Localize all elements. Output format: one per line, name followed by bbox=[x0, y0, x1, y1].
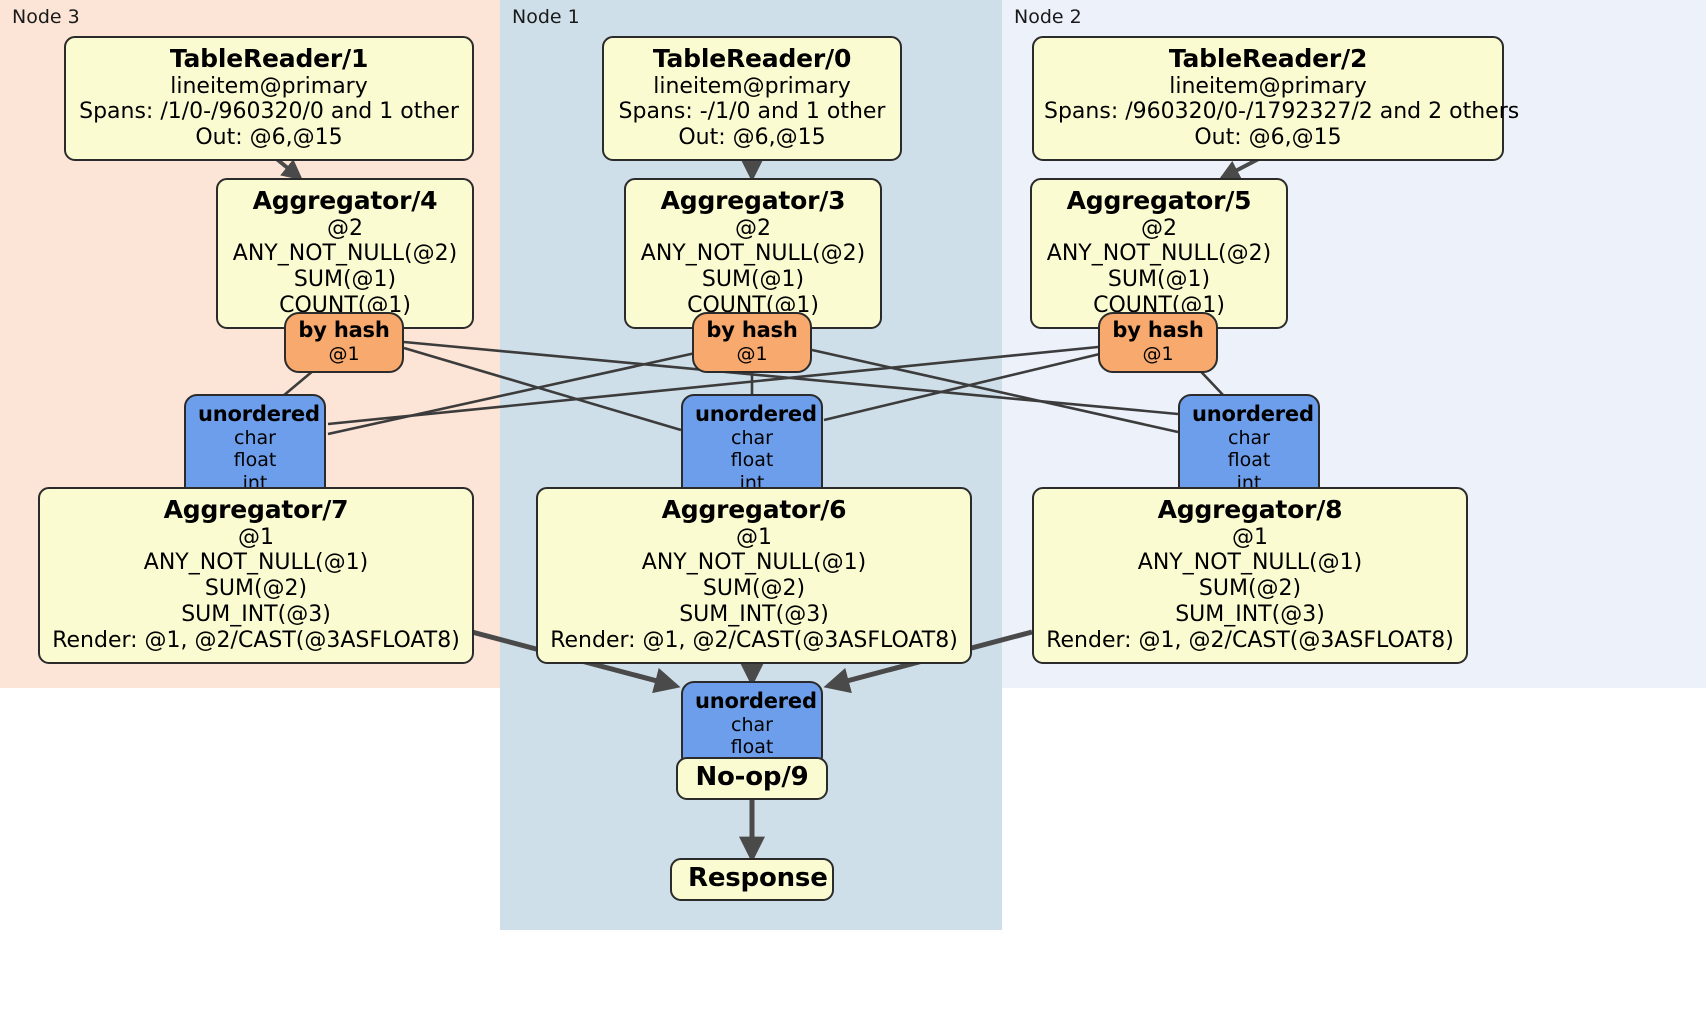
table-reader-2-title: TableReader/2 bbox=[1168, 44, 1368, 73]
table-reader-0-line-2: Out: @6,@15 bbox=[678, 125, 826, 151]
aggregator-6-line-2: SUM(@2) bbox=[702, 576, 806, 602]
noop-9-box[interactable]: No-op/9 bbox=[676, 757, 828, 800]
router-by-hash-5-title: by hash bbox=[1112, 318, 1204, 342]
aggregator-6-line-3: SUM_INT(@3) bbox=[679, 602, 829, 628]
aggregator-6-title: Aggregator/6 bbox=[661, 495, 847, 524]
aggregator-7-box[interactable]: Aggregator/7 @1 ANY_NOT_NULL(@1) SUM(@2)… bbox=[38, 487, 474, 665]
router-by-hash-3-title: by hash bbox=[706, 318, 798, 342]
table-reader-0-box[interactable]: TableReader/0 lineitem@primary Spans: -/… bbox=[602, 36, 902, 162]
node-panel-label-node3: Node 3 bbox=[12, 6, 80, 28]
aggregator-7-line-4: Render: @1, @2/CAST(@3ASFLOAT8) bbox=[52, 628, 460, 654]
receiver-unordered-7-line-1: float bbox=[233, 449, 277, 472]
aggregator-4-line-0: @2 bbox=[327, 215, 363, 241]
aggregator-3-box[interactable]: Aggregator/3 @2 ANY_NOT_NULL(@2) SUM(@1)… bbox=[624, 178, 882, 330]
table-reader-1-title: TableReader/1 bbox=[169, 44, 369, 73]
table-reader-2-box[interactable]: TableReader/2 lineitem@primary Spans: /9… bbox=[1032, 36, 1520, 162]
receiver-unordered-6-line-1: float bbox=[730, 449, 774, 472]
aggregator-7-line-1: ANY_NOT_NULL(@1) bbox=[143, 550, 369, 576]
receiver-unordered-final-line-0: char bbox=[731, 713, 773, 736]
aggregator-4-line-1: ANY_NOT_NULL(@2) bbox=[232, 241, 458, 267]
table-reader-1-line-2: Out: @6,@15 bbox=[195, 125, 343, 151]
node-panel-label-node1: Node 1 bbox=[512, 6, 580, 28]
response-box[interactable]: Response bbox=[670, 858, 834, 901]
router-by-hash-3-line-0: @1 bbox=[736, 342, 768, 365]
aggregator-3-line-2: SUM(@1) bbox=[701, 267, 805, 293]
aggregator-5-box[interactable]: Aggregator/5 @2 ANY_NOT_NULL(@2) SUM(@1)… bbox=[1030, 178, 1288, 330]
response-title: Response bbox=[688, 863, 828, 893]
table-reader-2-line-0: lineitem@primary bbox=[1169, 73, 1367, 99]
receiver-unordered-final-title: unordered bbox=[695, 689, 817, 713]
receiver-unordered-7-title: unordered bbox=[198, 402, 320, 426]
table-reader-0-line-0: lineitem@primary bbox=[653, 73, 851, 99]
aggregator-7-title: Aggregator/7 bbox=[163, 495, 349, 524]
table-reader-0-title: TableReader/0 bbox=[652, 44, 852, 73]
receiver-unordered-6-title: unordered bbox=[695, 402, 817, 426]
aggregator-7-line-3: SUM_INT(@3) bbox=[181, 602, 331, 628]
table-reader-1-box[interactable]: TableReader/1 lineitem@primary Spans: /1… bbox=[64, 36, 474, 162]
receiver-unordered-6[interactable]: unordered char float int bbox=[681, 394, 823, 504]
aggregator-3-line-1: ANY_NOT_NULL(@2) bbox=[640, 241, 866, 267]
router-by-hash-3[interactable]: by hash @1 bbox=[692, 312, 812, 374]
aggregator-6-box[interactable]: Aggregator/6 @1 ANY_NOT_NULL(@1) SUM(@2)… bbox=[536, 487, 972, 665]
receiver-unordered-final[interactable]: unordered char float bbox=[681, 681, 823, 769]
table-reader-1-line-0: lineitem@primary bbox=[170, 73, 368, 99]
aggregator-7-line-2: SUM(@2) bbox=[204, 576, 308, 602]
table-reader-2-line-1: Spans: /960320/0-/1792327/2 and 2 others bbox=[1044, 99, 1520, 125]
receiver-unordered-8[interactable]: unordered char float int bbox=[1178, 394, 1320, 504]
aggregator-8-box[interactable]: Aggregator/8 @1 ANY_NOT_NULL(@1) SUM(@2)… bbox=[1032, 487, 1468, 665]
receiver-unordered-8-title: unordered bbox=[1192, 402, 1314, 426]
aggregator-3-title: Aggregator/3 bbox=[660, 186, 846, 215]
aggregator-8-line-0: @1 bbox=[1232, 524, 1268, 550]
aggregator-8-line-4: Render: @1, @2/CAST(@3ASFLOAT8) bbox=[1046, 628, 1454, 654]
aggregator-5-title: Aggregator/5 bbox=[1066, 186, 1252, 215]
aggregator-6-line-4: Render: @1, @2/CAST(@3ASFLOAT8) bbox=[550, 628, 958, 654]
aggregator-4-title: Aggregator/4 bbox=[252, 186, 438, 215]
aggregator-4-box[interactable]: Aggregator/4 @2 ANY_NOT_NULL(@2) SUM(@1)… bbox=[216, 178, 474, 330]
router-by-hash-4[interactable]: by hash @1 bbox=[284, 312, 404, 374]
router-by-hash-5-line-0: @1 bbox=[1142, 342, 1174, 365]
table-reader-2-line-2: Out: @6,@15 bbox=[1194, 125, 1342, 151]
aggregator-8-line-3: SUM_INT(@3) bbox=[1175, 602, 1325, 628]
receiver-unordered-8-line-0: char bbox=[1228, 426, 1270, 449]
receiver-unordered-6-line-0: char bbox=[731, 426, 773, 449]
router-by-hash-4-line-0: @1 bbox=[328, 342, 360, 365]
aggregator-7-line-0: @1 bbox=[238, 524, 274, 550]
aggregator-3-line-0: @2 bbox=[735, 215, 771, 241]
aggregator-6-line-1: ANY_NOT_NULL(@1) bbox=[641, 550, 867, 576]
aggregator-5-line-0: @2 bbox=[1141, 215, 1177, 241]
router-by-hash-4-title: by hash bbox=[298, 318, 390, 342]
aggregator-5-line-1: ANY_NOT_NULL(@2) bbox=[1046, 241, 1272, 267]
receiver-unordered-7-line-0: char bbox=[234, 426, 276, 449]
aggregator-8-line-2: SUM(@2) bbox=[1198, 576, 1302, 602]
noop-9-title: No-op/9 bbox=[695, 762, 809, 792]
aggregator-4-line-2: SUM(@1) bbox=[293, 267, 397, 293]
table-reader-0-line-1: Spans: -/1/0 and 1 other bbox=[618, 99, 886, 125]
router-by-hash-5[interactable]: by hash @1 bbox=[1098, 312, 1218, 374]
receiver-unordered-final-line-1: float bbox=[730, 736, 774, 759]
aggregator-6-line-0: @1 bbox=[736, 524, 772, 550]
receiver-unordered-8-line-1: float bbox=[1227, 449, 1271, 472]
aggregator-5-line-2: SUM(@1) bbox=[1107, 267, 1211, 293]
node-panel-label-node2: Node 2 bbox=[1014, 6, 1082, 28]
aggregator-8-line-1: ANY_NOT_NULL(@1) bbox=[1137, 550, 1363, 576]
table-reader-1-line-1: Spans: /1/0-/960320/0 and 1 other bbox=[79, 99, 459, 125]
aggregator-8-title: Aggregator/8 bbox=[1157, 495, 1343, 524]
